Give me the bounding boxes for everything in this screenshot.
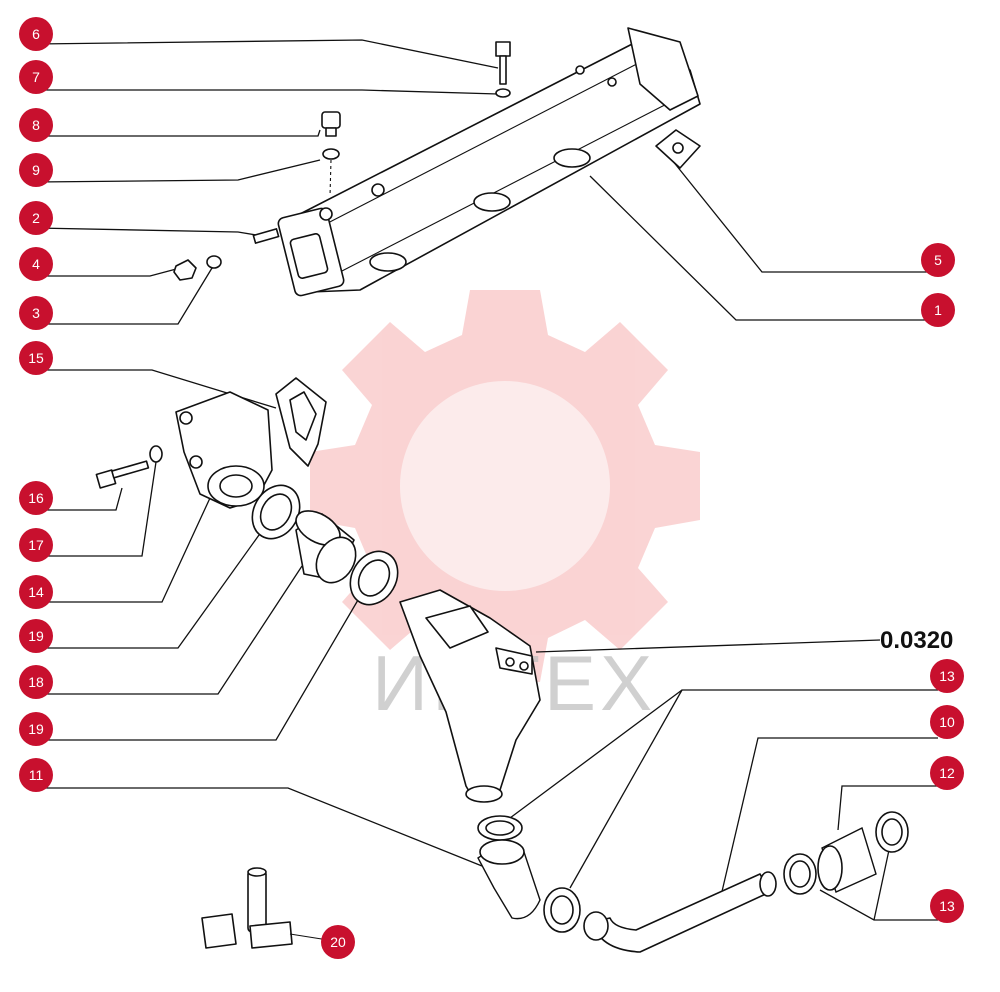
callout-part-19-lower[interactable]: 19	[19, 712, 53, 746]
washer-part-17	[149, 445, 163, 463]
hose-clamp-part-13-top	[477, 815, 523, 841]
callout-part-2[interactable]: 2	[19, 201, 53, 235]
bolt-part-8	[321, 111, 341, 137]
bolt-part-16	[95, 460, 150, 489]
hose-clamp-part-13-right-b	[875, 811, 909, 853]
seal-ring-part-19-right	[349, 550, 399, 606]
callout-part-6[interactable]: 6	[19, 17, 53, 51]
washer-part-3	[206, 255, 222, 269]
hose-clamp-part-13-mid	[543, 887, 581, 933]
callout-part-20[interactable]: 20	[321, 925, 355, 959]
svg-text:10: 10	[939, 714, 955, 730]
svg-text:19: 19	[28, 628, 44, 644]
fitting-set-part-20	[201, 867, 329, 949]
housing-part-14	[175, 391, 273, 509]
callout-part-16[interactable]: 16	[19, 481, 53, 515]
callout-part-3[interactable]: 3	[19, 296, 53, 330]
svg-text:5: 5	[934, 252, 942, 268]
callout-part-13-lower[interactable]: 13	[930, 889, 964, 923]
watermark-gear-logo	[310, 290, 700, 682]
callout-part-15[interactable]: 15	[19, 341, 53, 375]
hose-clamp-part-13-right-a	[783, 853, 817, 895]
callout-part-10[interactable]: 10	[930, 705, 964, 739]
svg-text:4: 4	[32, 256, 40, 272]
svg-text:13: 13	[939, 898, 955, 914]
callout-part-8[interactable]: 8	[19, 108, 53, 142]
svg-text:13: 13	[939, 668, 955, 684]
svg-text:12: 12	[939, 765, 955, 781]
gasket-part-15	[275, 377, 327, 467]
pipe-part-10	[583, 871, 777, 953]
callout-part-18[interactable]: 18	[19, 665, 53, 699]
svg-text:11: 11	[29, 767, 44, 783]
diagram-reference-code: 0.0320	[880, 627, 953, 654]
water-pump-body	[399, 589, 541, 803]
gasket-part-5	[655, 129, 701, 169]
svg-text:6: 6	[32, 26, 40, 42]
seal-ring-part-19-left	[251, 484, 301, 540]
svg-text:2: 2	[32, 210, 40, 226]
washer-part-7	[495, 88, 511, 98]
nut-part-4	[173, 259, 197, 281]
callout-part-7[interactable]: 7	[19, 60, 53, 94]
washer-part-9	[322, 148, 340, 160]
svg-text:16: 16	[28, 490, 44, 506]
callout-markers: 6 7 8 9 2 4 3 5 1 15 16 17 14 19 18 19 1…	[19, 17, 964, 959]
svg-text:1: 1	[934, 302, 942, 318]
callout-part-13-upper[interactable]: 13	[930, 659, 964, 693]
svg-text:8: 8	[32, 117, 40, 133]
water-manifold-part-1	[277, 27, 701, 297]
elbow-hose-part-11	[477, 839, 541, 920]
bolt-part-6	[495, 41, 511, 85]
svg-text:18: 18	[28, 674, 44, 690]
hose-part-12	[817, 827, 877, 893]
callout-part-9[interactable]: 9	[19, 153, 53, 187]
svg-text:15: 15	[28, 350, 44, 366]
callout-part-19-upper[interactable]: 19	[19, 619, 53, 653]
svg-text:9: 9	[32, 162, 40, 178]
svg-text:14: 14	[28, 584, 44, 600]
svg-text:17: 17	[28, 537, 44, 553]
callout-part-12[interactable]: 12	[930, 756, 964, 790]
svg-text:19: 19	[28, 721, 44, 737]
callout-part-17[interactable]: 17	[19, 528, 53, 562]
callout-part-11[interactable]: 11	[19, 758, 53, 792]
callout-part-14[interactable]: 14	[19, 575, 53, 609]
svg-text:7: 7	[32, 69, 40, 85]
callout-part-1[interactable]: 1	[921, 293, 955, 327]
callout-part-4[interactable]: 4	[19, 247, 53, 281]
stud-part-2	[252, 228, 280, 244]
sleeve-part-18	[295, 510, 357, 584]
svg-text:3: 3	[32, 305, 40, 321]
svg-text:20: 20	[330, 934, 346, 950]
callout-part-5[interactable]: 5	[921, 243, 955, 277]
